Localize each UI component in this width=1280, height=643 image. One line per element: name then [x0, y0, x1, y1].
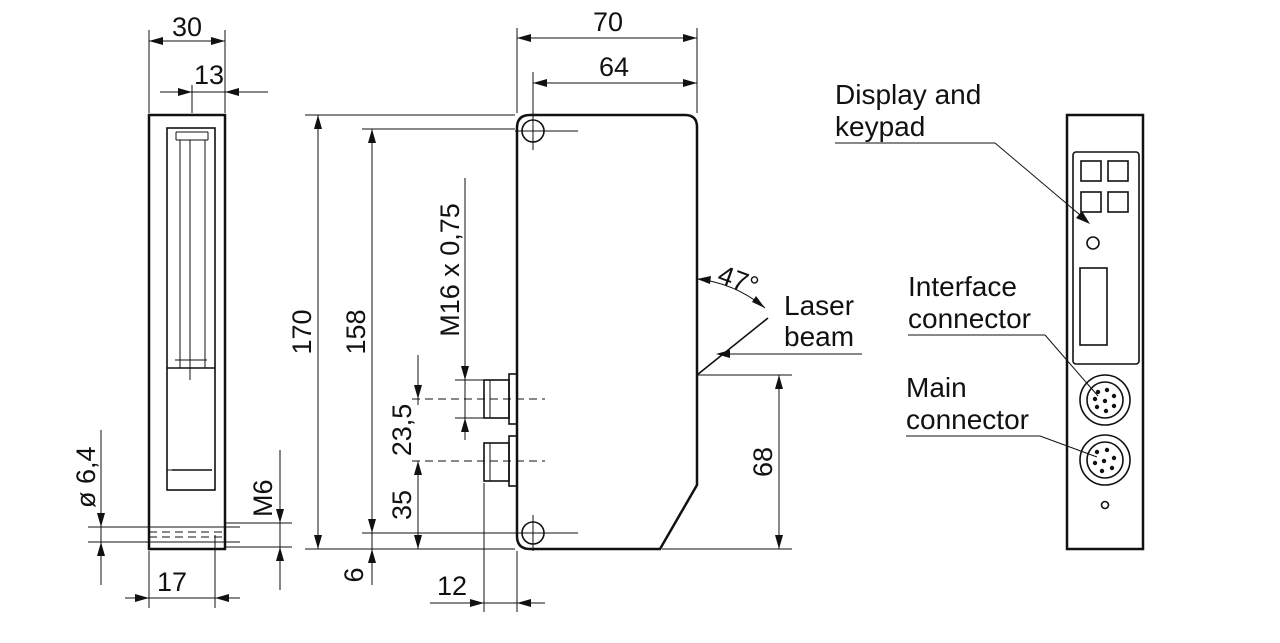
- side-view-outline: [147, 113, 227, 551]
- dim-thread-side: M6: [248, 479, 278, 517]
- dim-side-width: 30: [172, 12, 202, 42]
- side-view: [147, 113, 227, 551]
- dim-side-bottom: 17: [157, 567, 187, 597]
- dim-connector-spacing: 23,5: [387, 404, 417, 457]
- dim-beam-angle: 47°: [714, 259, 763, 301]
- connector-lower: [483, 435, 518, 487]
- rear-view-outline: [1065, 113, 1145, 551]
- dim-hole-diameter: ø 6,4: [71, 446, 101, 508]
- main-connector: [1079, 434, 1131, 486]
- dim-hole-spacing: 158: [341, 309, 371, 354]
- laser-beam-line: [696, 317, 769, 376]
- front-view: [412, 113, 769, 551]
- display-window: [1079, 267, 1108, 346]
- keypad-button: [1107, 160, 1129, 182]
- keypad-button: [1080, 160, 1102, 182]
- interface-label-line1: Interface: [908, 271, 1017, 302]
- dim-bottom-offset: 6: [339, 567, 369, 582]
- keypad-button: [1080, 191, 1102, 213]
- display-label-line1: Display and: [835, 79, 981, 110]
- rear-callouts: Display and keypad Interface connector M…: [835, 79, 1099, 458]
- dim-connector-thread: M16 x 0,75: [435, 203, 465, 337]
- laser-label-line2: beam: [784, 321, 854, 352]
- dim-connector-low: 35: [387, 490, 417, 520]
- laser-beam-label: Laser beam: [716, 290, 862, 358]
- keypad-button: [1107, 191, 1129, 213]
- laser-label-line1: Laser: [784, 290, 854, 321]
- display-panel: [1072, 151, 1140, 365]
- dim-connector-offset: 12: [437, 571, 467, 601]
- status-led: [1086, 236, 1100, 250]
- dim-side-offset: 13: [194, 60, 224, 90]
- interface-connector: [1079, 374, 1131, 426]
- dim-body-width: 64: [599, 52, 629, 82]
- front-view-outline: [515, 113, 699, 551]
- interface-label-line2: connector: [908, 303, 1031, 334]
- display-label-line2: keypad: [835, 111, 925, 142]
- dim-total-height: 170: [287, 309, 317, 354]
- front-dimensions: 70 64 170 158 6 M16 x 0,75 23,: [287, 7, 792, 612]
- indicator-dot: [1100, 500, 1110, 510]
- dim-total-width: 70: [593, 7, 623, 37]
- main-label-line2: connector: [906, 404, 1029, 435]
- main-label-line1: Main: [906, 372, 967, 403]
- rear-view: [1065, 113, 1145, 551]
- dim-beam-height: 68: [748, 447, 778, 477]
- side-dimensions: 30 13 ø 6,4 M6 17: [71, 12, 292, 608]
- side-view-rail: [166, 127, 216, 491]
- connector-upper: [483, 373, 518, 425]
